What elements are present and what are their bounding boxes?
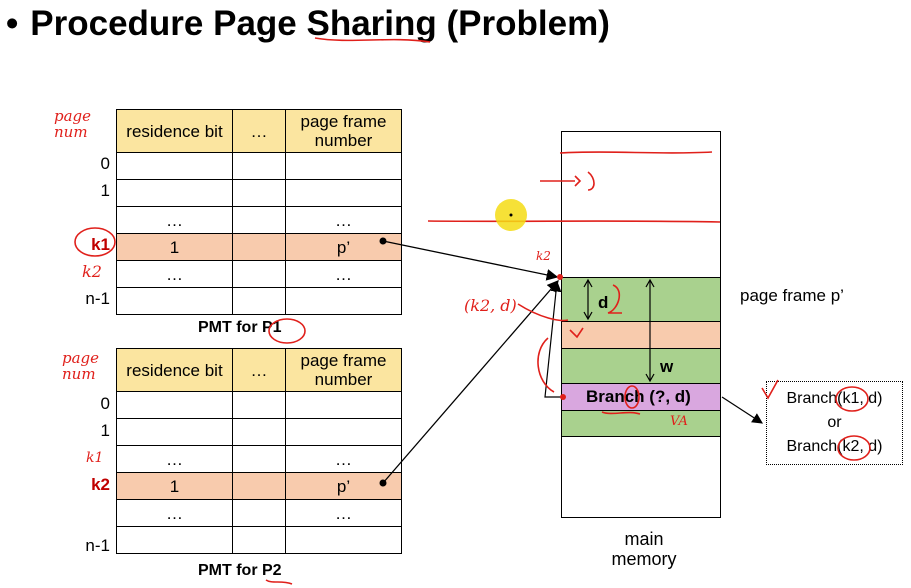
pmt-cell: … — [285, 206, 402, 234]
pmt-p1-header-frame: page frame number — [285, 109, 402, 153]
pmt-cell: … — [285, 445, 402, 473]
pmt-cell — [232, 418, 286, 446]
pmt-p2-row: …… — [116, 445, 402, 473]
pmt-p2-rownum: 1 — [100, 421, 110, 440]
branch-note: Branch(k1, d) or Branch(k2, d) — [766, 381, 903, 465]
memory-frame-mid — [561, 348, 721, 384]
pmt-cell — [116, 287, 233, 315]
hw-k2d: (k2, d) — [464, 296, 517, 315]
memory-caption: main memory — [604, 529, 684, 569]
hw-page-num-1: page num — [54, 107, 92, 141]
title-text: Procedure Page Sharing (Problem) — [30, 4, 610, 43]
memory-caption-line1: main — [624, 529, 664, 549]
title-bullet: • — [6, 4, 19, 43]
hw-circle-question — [624, 385, 640, 409]
pmt-cell — [116, 152, 233, 180]
hw-circle-k1-note — [835, 386, 869, 412]
hw-arrow-k2d — [517, 303, 569, 322]
pmt-cell — [232, 152, 286, 180]
pmt-p2-pointer-arrow — [382, 280, 559, 484]
pmt-p1-row — [116, 179, 402, 207]
hw-underline-sharing — [314, 37, 431, 43]
hw-circle-k2-note — [837, 435, 871, 461]
branch-jump-arrow — [544, 280, 562, 398]
pmt-cell: 1 — [116, 472, 233, 500]
branch-note-line1: Branch(k1, d) — [786, 390, 883, 407]
pmt-cell — [232, 287, 286, 315]
pmt-cell: 1 — [116, 233, 233, 261]
pmt-cell — [232, 526, 286, 554]
hw-k1-above-k2: k1 — [86, 450, 104, 466]
branch-note-line3: Branch(k2, d) — [786, 438, 883, 455]
hw-arrow-scribble — [540, 171, 595, 191]
pmt-p1-rownum: n-1 — [85, 289, 110, 308]
pmt-p2-row — [116, 391, 402, 419]
hw-k2-memory: k2 — [536, 249, 551, 263]
pmt-p2-header-frame: page frame number — [285, 348, 402, 392]
pmt-p1-header-row: residence bit … page frame number — [116, 109, 402, 153]
handwritten-annotations — [74, 37, 871, 585]
hw-curve-branch — [537, 337, 555, 393]
hw-line-middle — [427, 220, 721, 223]
branch-note-line2: or — [827, 414, 842, 431]
pmt-cell — [116, 526, 233, 554]
offset-d-label: d — [598, 293, 609, 312]
pmt-cell — [285, 526, 402, 554]
pmt-cell — [116, 418, 233, 446]
pmt-cell — [285, 152, 402, 180]
pmt-cell — [285, 179, 402, 207]
hw-line-top — [559, 151, 713, 154]
pmt-p1-rownum-k1: k1 — [91, 235, 110, 254]
memory-frame-bottom — [561, 410, 721, 437]
pmt-p1-caption: PMT for P1 — [198, 319, 282, 336]
pmt-p1-row: …… — [116, 260, 402, 288]
memory-caption-line2: memory — [611, 549, 677, 569]
slide-title: • Procedure Page Sharing (Problem) — [6, 4, 610, 44]
offset-w-arrowheads — [645, 278, 655, 383]
hw-check-note — [761, 379, 779, 400]
offset-d-arrowheads — [583, 278, 593, 321]
cursor-dot — [509, 213, 513, 217]
pmt-cell — [285, 287, 402, 315]
hw-k2-under-k1: k2 — [82, 262, 102, 281]
pmt-p2-header-ellipsis: … — [232, 348, 286, 392]
note-pointer-arrow — [721, 396, 764, 424]
pmt-cell: … — [116, 499, 233, 527]
pmt-p1-pointer-arrow — [382, 240, 559, 281]
memory-frame-target-word — [561, 321, 721, 349]
pmt-cell — [116, 391, 233, 419]
pmt-cell — [232, 499, 286, 527]
offset-w-label: w — [660, 357, 674, 376]
pmt-cell — [232, 233, 286, 261]
pmt-p1-rownum: 1 — [100, 181, 110, 200]
hw-page-num-2: page num — [62, 349, 100, 383]
hw-dot-branch — [560, 394, 566, 400]
hw-underline-p2 — [265, 579, 293, 585]
pmt-p1-rownum: 0 — [100, 154, 110, 173]
page-frame-label: page frame p’ — [740, 286, 844, 305]
pmt-p1-row — [116, 152, 402, 180]
pmt-p2-row — [116, 526, 402, 554]
hw-underline-branch — [601, 411, 641, 415]
pmt-p2-rownum-k2: k2 — [91, 475, 110, 494]
pmt-p1-row — [116, 287, 402, 315]
hw-check-mark — [569, 327, 584, 339]
pmt-p1-header-residence: residence bit — [116, 109, 233, 153]
hw-va: VA — [670, 414, 688, 429]
pmt-cell — [232, 179, 286, 207]
pmt-p2-rownum: n-1 — [85, 536, 110, 555]
hw-dot-frame-start — [557, 274, 563, 280]
hw-scribble-d — [607, 284, 622, 314]
hw-circle-k1 — [74, 227, 116, 257]
pmt-p2-rownum: 0 — [100, 394, 110, 413]
hw-circle-p1 — [268, 318, 306, 344]
pmt-p2-caption: PMT for P2 — [198, 562, 282, 579]
